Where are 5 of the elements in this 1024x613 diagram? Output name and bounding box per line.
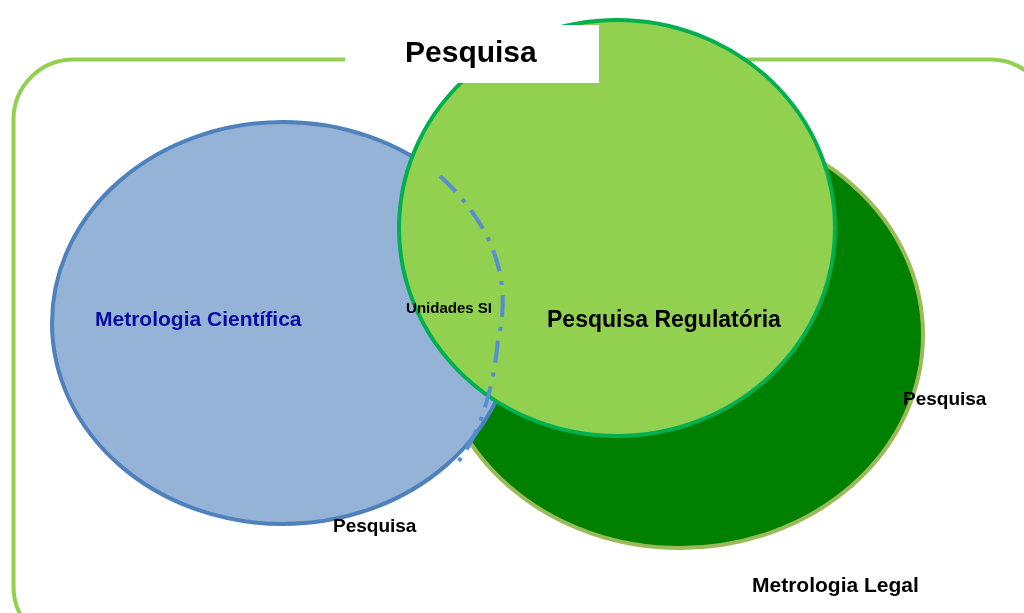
region-label: Metrologia Legal: [752, 573, 919, 597]
heading: Pesquisa: [345, 25, 599, 83]
ellipse-label: Metrologia Científica: [95, 307, 302, 331]
circle-label: Pesquisa Regulatória: [547, 306, 781, 333]
side-label: Pesquisa: [333, 515, 417, 537]
